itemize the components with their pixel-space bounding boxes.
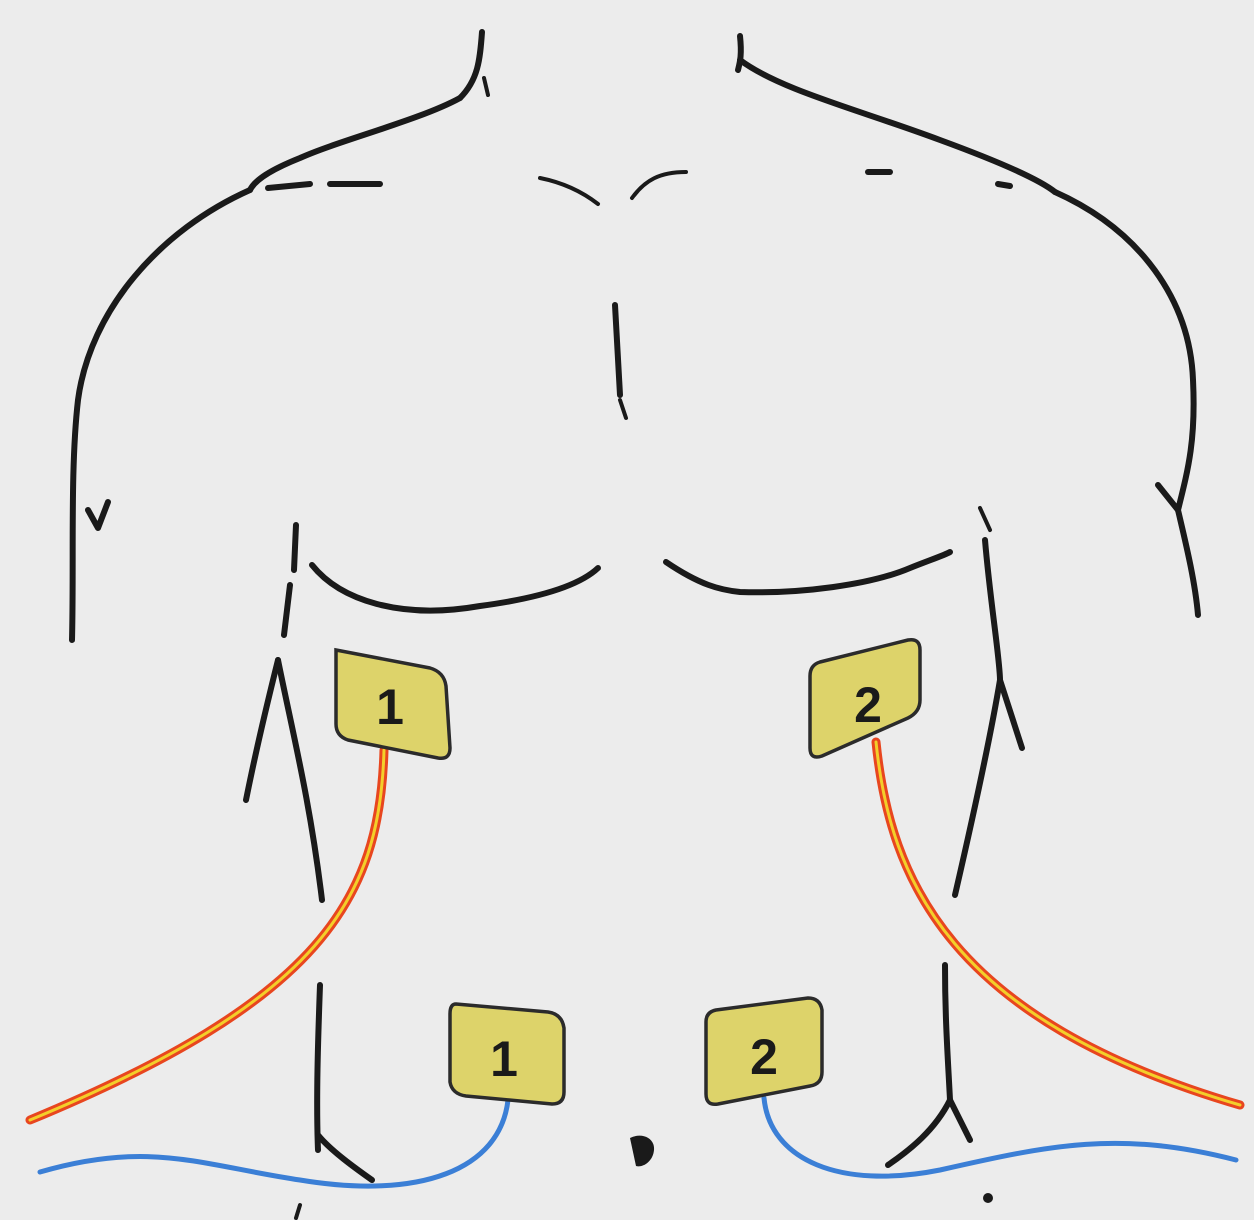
electrode-pad-label: 1 bbox=[376, 679, 404, 735]
electrode-pad-upper-left: 1 bbox=[336, 650, 450, 758]
upper-right-wire bbox=[876, 742, 1240, 1105]
upper-left-wire bbox=[30, 750, 384, 1120]
electrode-pad-label: 2 bbox=[854, 677, 882, 733]
electrode-pad-upper-right: 2 bbox=[810, 640, 920, 757]
electrode-pad-label: 1 bbox=[490, 1031, 518, 1087]
electrode-pads: 1 2 1 2 bbox=[336, 640, 920, 1105]
electrode-pad-label: 2 bbox=[750, 1029, 778, 1085]
electrode-pad-lower-left: 1 bbox=[450, 1004, 564, 1104]
lower-left-wire bbox=[40, 1100, 508, 1186]
torso-outline bbox=[72, 32, 1198, 1218]
electrode-pad-lower-right: 2 bbox=[706, 998, 822, 1104]
lower-right-wire bbox=[764, 1098, 1236, 1176]
